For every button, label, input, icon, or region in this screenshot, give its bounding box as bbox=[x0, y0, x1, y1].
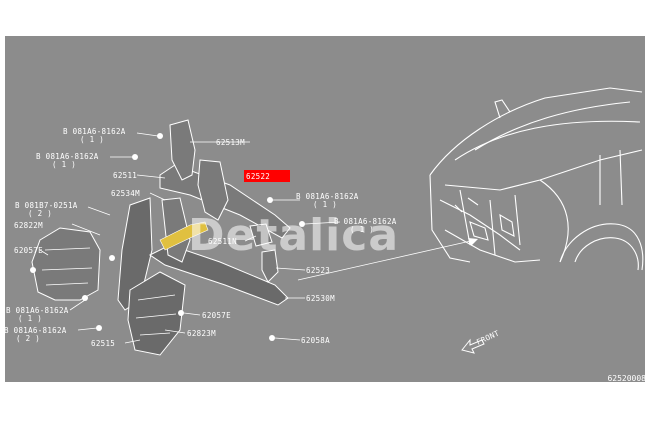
car-outline bbox=[429, 87, 644, 271]
label-l15: B 081A6-8162A bbox=[6, 306, 69, 315]
label-l3q: ( 1 ) bbox=[52, 160, 76, 169]
label-l18: 62823M bbox=[187, 329, 216, 338]
label-l8: 62822M bbox=[14, 221, 43, 230]
part-highlight-yellow bbox=[159, 221, 209, 251]
bolt-icons bbox=[30, 133, 305, 341]
label-l7: B 081B7-0251A bbox=[15, 201, 78, 210]
label-l7q: ( 2 ) bbox=[28, 209, 52, 218]
label-l10q: ( 1 ) bbox=[350, 225, 374, 234]
leader-lines bbox=[39, 132, 341, 344]
label-l1q: ( 1 ) bbox=[80, 135, 104, 144]
label-l16: 62057E bbox=[202, 311, 231, 320]
label-l6: 62534M bbox=[111, 189, 140, 198]
label-l5: 62522 bbox=[246, 172, 270, 181]
highlight-box-62522 bbox=[244, 170, 290, 182]
parts-group bbox=[30, 119, 305, 356]
label-l9q: ( 1 ) bbox=[313, 200, 337, 209]
diagram-panel bbox=[5, 36, 645, 382]
label-l13: 62523 bbox=[306, 266, 330, 275]
pointer-arrow bbox=[297, 239, 476, 281]
label-l1: B 081A6-8162A bbox=[63, 127, 126, 136]
part-62523 bbox=[261, 249, 279, 283]
part-62822M-shield bbox=[31, 227, 101, 301]
front-arrow bbox=[461, 338, 485, 354]
label-l11: 62057E bbox=[14, 246, 43, 255]
part-62823M-lower-shield bbox=[127, 271, 186, 356]
part-62522 bbox=[197, 159, 229, 221]
label-l12: 62511N bbox=[208, 237, 237, 246]
footer-code: 62520008 bbox=[607, 374, 646, 383]
front-label: FRONT bbox=[475, 328, 501, 346]
label-l14: 62530M bbox=[306, 294, 335, 303]
label-l9: B 081A6-8162A bbox=[296, 192, 359, 201]
label-l17: B 081A6-8162A bbox=[4, 326, 67, 335]
label-l2: 62513M bbox=[216, 138, 245, 147]
part-62511N bbox=[249, 223, 273, 247]
part-62513M bbox=[169, 119, 196, 181]
pointer-arrowhead bbox=[468, 238, 478, 246]
label-l4: 62511 bbox=[113, 171, 137, 180]
part-labels: B 081A6-8162A ( 1 ) 62513M B 081A6-8162A… bbox=[4, 127, 501, 348]
watermark: Detalica bbox=[188, 210, 399, 261]
label-l3: B 081A6-8162A bbox=[36, 152, 99, 161]
label-l20: 62058A bbox=[301, 336, 330, 345]
label-l15q: ( 1 ) bbox=[18, 314, 42, 323]
label-l19: 62515 bbox=[91, 339, 115, 348]
label-l17q: ( 2 ) bbox=[16, 334, 40, 343]
label-l10: B 081A6-8162A bbox=[334, 217, 397, 226]
